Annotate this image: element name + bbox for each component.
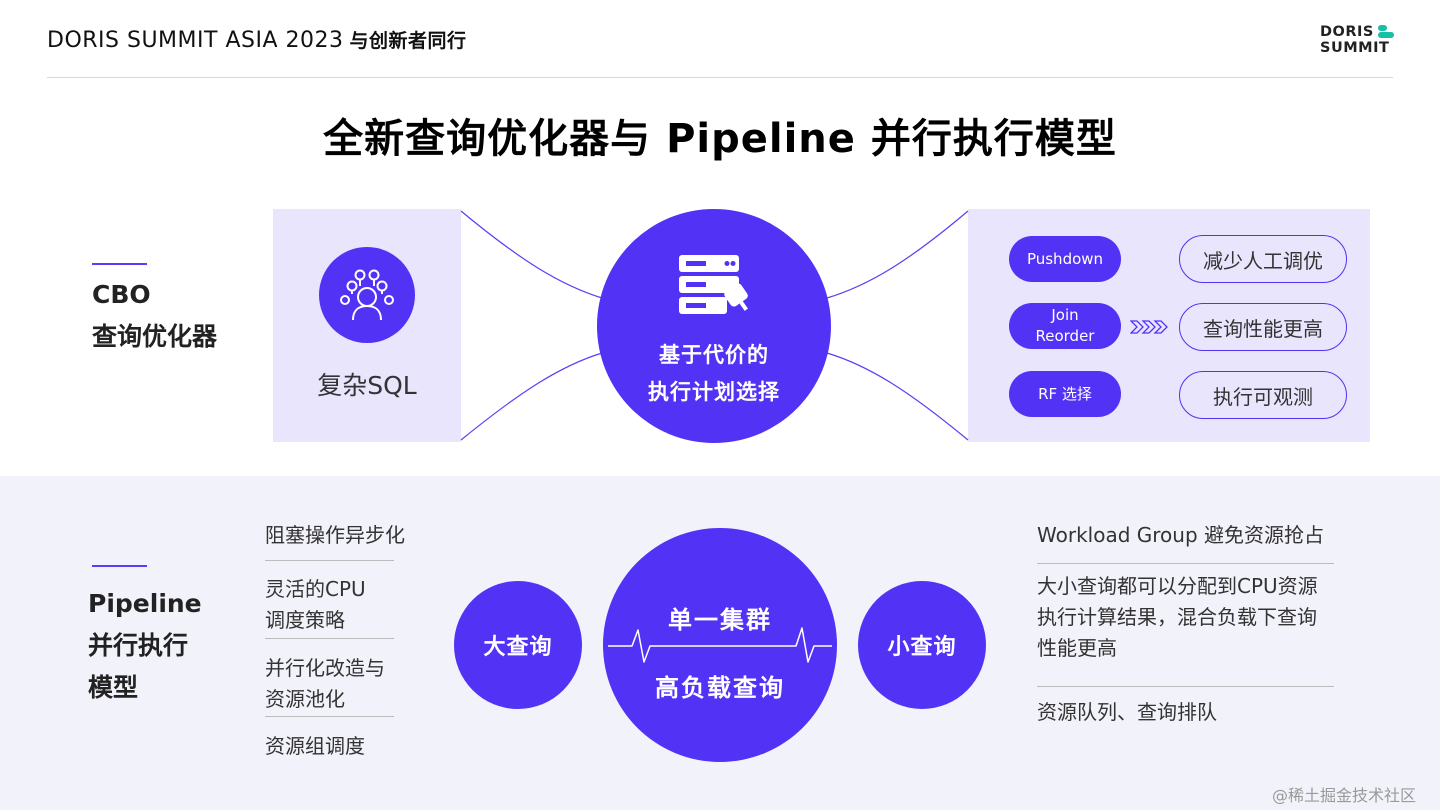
feature-resource-group: 资源组调度 (265, 734, 365, 758)
benefit-less-tuning: 减少人工调优 (1179, 235, 1347, 283)
cost-based-plan-circle: 基于代价的 执行计划选择 (597, 209, 831, 443)
feature-divider (265, 716, 394, 717)
center-text-line1: 基于代价的 (659, 343, 769, 367)
workload-description: 大小查询都可以分配到CPU资源 执行计算结果，混合负载下查询 性能更高 (1037, 574, 1318, 660)
pipeline-section-label: Pipeline 并行执行 模型 (88, 589, 202, 702)
feature-divider (265, 560, 394, 561)
workload-divider (1037, 686, 1334, 687)
doris-summit-logo: DORIS SUMMIT (1320, 24, 1390, 56)
feature-divider (265, 638, 394, 639)
summit-name: DORIS SUMMIT ASIA 2023 (47, 28, 344, 53)
complex-sql-label: 复杂SQL (317, 371, 417, 400)
rf-select-pill: RF 选择 (1009, 371, 1121, 417)
workload-group-heading: Workload Group 避免资源抢占 (1037, 523, 1324, 547)
triple-chevron-arrow-icon (1130, 320, 1168, 334)
small-query-circle: 小查询 (858, 581, 986, 709)
summit-tagline: 与创新者同行 (349, 30, 467, 52)
slide-title: 全新查询优化器与 Pipeline 并行执行模型 (323, 116, 1117, 162)
join-reorder-pill: Join Reorder (1009, 303, 1121, 349)
benefit-higher-performance: 查询性能更高 (1179, 303, 1347, 351)
feature-parallel-pooling: 并行化改造与 资源池化 (265, 656, 385, 711)
center-text-line2: 执行计划选择 (648, 380, 780, 404)
feature-cpu-scheduling: 灵活的CPU 调度策略 (265, 577, 366, 632)
single-cluster-circle (603, 528, 837, 762)
single-cluster-label: 单一集群 (668, 606, 772, 634)
cbo-accent-bar (92, 263, 147, 265)
workload-divider (1037, 563, 1334, 564)
pushdown-pill: Pushdown (1009, 236, 1121, 282)
cbo-section-label: CBO 查询优化器 (92, 280, 218, 351)
high-load-query-label: 高负载查询 (655, 674, 785, 702)
benefit-observable-execution: 执行可观测 (1179, 371, 1347, 419)
header-divider (47, 77, 1393, 78)
developer-brain-icon (319, 247, 415, 343)
feature-async-blocking: 阻塞操作异步化 (265, 523, 405, 547)
big-query-circle: 大查询 (454, 581, 582, 709)
watermark: @稀土掘金技术社区 (1272, 786, 1417, 805)
pipeline-accent-bar (92, 565, 147, 567)
server-plug-icon (679, 255, 748, 314)
resource-queue-item: 资源队列、查询排队 (1037, 700, 1217, 724)
logo-mark-icon (1378, 25, 1394, 39)
